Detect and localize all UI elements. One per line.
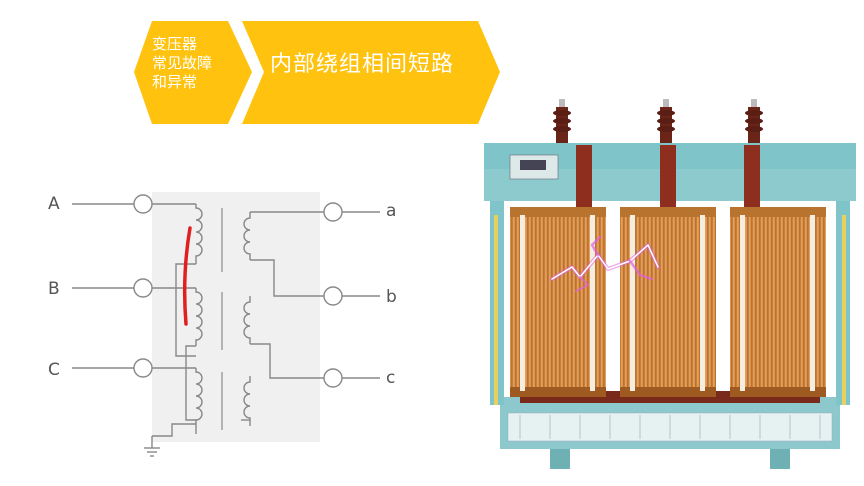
label-b: b (386, 287, 397, 307)
coil-right (730, 207, 826, 397)
terminal-C (133, 358, 153, 378)
left-chevron-line-3: 和异常 (152, 73, 198, 91)
schematic-panel (152, 192, 320, 442)
secondary-coil-a (243, 212, 251, 260)
terminal-A (133, 194, 153, 214)
label-B: B (48, 279, 60, 299)
title-text: 内部绕组相间短路 (270, 52, 455, 77)
terminal-a (323, 202, 343, 222)
label-c: c (386, 368, 395, 388)
label-a: a (386, 201, 396, 221)
left-chevron-text: 变压器 常见故障 和异常 (152, 35, 242, 92)
short-circuit-mark (182, 226, 192, 326)
primary-coil-C (195, 368, 203, 434)
primary-coil-B (195, 288, 203, 346)
spark-icon (550, 235, 660, 292)
dry-type-transformer-illustration (484, 99, 856, 469)
coil-left (510, 207, 606, 397)
terminal-c (323, 368, 343, 388)
secondary-coil-c (243, 376, 251, 426)
primary-coil-A (195, 204, 203, 264)
terminal-B (133, 278, 153, 298)
secondary-coil-b (243, 296, 251, 344)
left-chevron-line-1: 变压器 (152, 35, 198, 53)
bushings (553, 99, 763, 143)
label-A: A (48, 194, 60, 214)
winding-schematic: A B C a b c (48, 192, 397, 457)
label-C: C (48, 360, 60, 380)
coil-middle (620, 207, 716, 397)
ground-icon (144, 447, 160, 457)
terminal-b (323, 286, 343, 306)
left-chevron-line-2: 常见故障 (152, 54, 213, 72)
